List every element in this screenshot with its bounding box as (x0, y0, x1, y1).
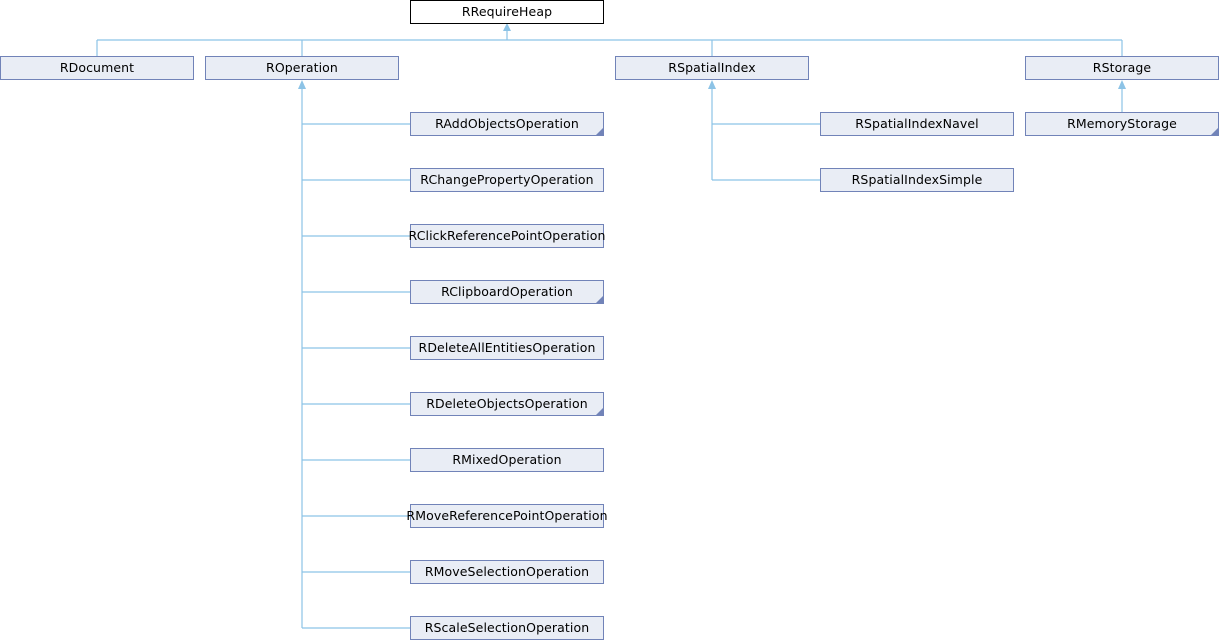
class-node-label: ROperation (266, 59, 338, 75)
class-node-label: RAddObjectsOperation (435, 115, 579, 131)
class-node-rrequireheap[interactable]: RRequireHeap (410, 0, 604, 24)
arrowhead-roperation (298, 80, 306, 89)
node-surface (410, 112, 604, 136)
arrowhead-rstorage (1118, 80, 1126, 89)
folded-corner-icon (595, 295, 604, 304)
arrowhead-root (503, 23, 511, 31)
class-node-label: RClickReferencePointOperation (408, 227, 606, 243)
class-node-label: RSpatialIndex (668, 59, 756, 75)
class-node-label: RStorage (1092, 59, 1152, 75)
class-node-rdeleteallentitiesoperation[interactable]: RDeleteAllEntitiesOperation (410, 336, 604, 360)
class-node-label: RClipboardOperation (441, 283, 573, 299)
node-surface (410, 280, 604, 304)
class-node-label: RSpatialIndexSimple (851, 171, 983, 187)
class-node-rmixedoperation[interactable]: RMixedOperation (410, 448, 604, 472)
folded-corner-icon (595, 407, 604, 416)
class-node-label: RSpatialIndexNavel (855, 115, 979, 131)
class-node-rmemorystorage[interactable]: RMemoryStorage (1025, 112, 1219, 136)
class-node-rscaleselectionoperation[interactable]: RScaleSelectionOperation (410, 616, 604, 640)
class-node-label: RRequireHeap (461, 3, 553, 19)
edges-root-to-level1 (96, 23, 1123, 56)
node-surface (1025, 112, 1219, 136)
class-node-label: RDeleteAllEntitiesOperation (418, 339, 596, 355)
node-surface (410, 392, 604, 416)
class-node-rchangepropertyoperation[interactable]: RChangePropertyOperation (410, 168, 604, 192)
class-node-roperation[interactable]: ROperation (205, 56, 399, 80)
class-node-rspatialindexsimple[interactable]: RSpatialIndexSimple (820, 168, 1014, 192)
class-node-label: RMixedOperation (452, 451, 562, 467)
class-node-label: RChangePropertyOperation (420, 171, 594, 187)
edges-roperation-children (298, 80, 410, 629)
class-node-label: RMoveReferencePointOperation (406, 507, 608, 523)
class-node-rspatialindexnavel[interactable]: RSpatialIndexNavel (820, 112, 1014, 136)
edges-rspatialindex-children (708, 80, 820, 181)
class-node-label: RScaleSelectionOperation (424, 619, 590, 635)
class-node-rdeleteobjectsoperation[interactable]: RDeleteObjectsOperation (410, 392, 604, 416)
folded-corner-icon (595, 127, 604, 136)
class-node-rspatialindex[interactable]: RSpatialIndex (615, 56, 809, 80)
class-node-label: RMoveSelectionOperation (424, 563, 590, 579)
folded-corner-icon (1210, 127, 1219, 136)
arrowhead-rspatialindex (708, 80, 716, 89)
class-node-rdocument[interactable]: RDocument (0, 56, 194, 80)
class-node-rmovereferencepointoperation[interactable]: RMoveReferencePointOperation (406, 504, 608, 528)
class-node-label: RMemoryStorage (1067, 115, 1177, 131)
class-node-label: RDocument (59, 59, 135, 75)
class-node-raddobjectsoperation[interactable]: RAddObjectsOperation (410, 112, 604, 136)
class-node-rstorage[interactable]: RStorage (1025, 56, 1219, 80)
class-node-rclickreferencepointoperation[interactable]: RClickReferencePointOperation (408, 224, 606, 248)
edges-rstorage-children (1118, 80, 1126, 112)
class-node-label: RDeleteObjectsOperation (426, 395, 588, 411)
class-node-rclipboardoperation[interactable]: RClipboardOperation (410, 280, 604, 304)
class-node-rmoveselectionoperation[interactable]: RMoveSelectionOperation (410, 560, 604, 584)
